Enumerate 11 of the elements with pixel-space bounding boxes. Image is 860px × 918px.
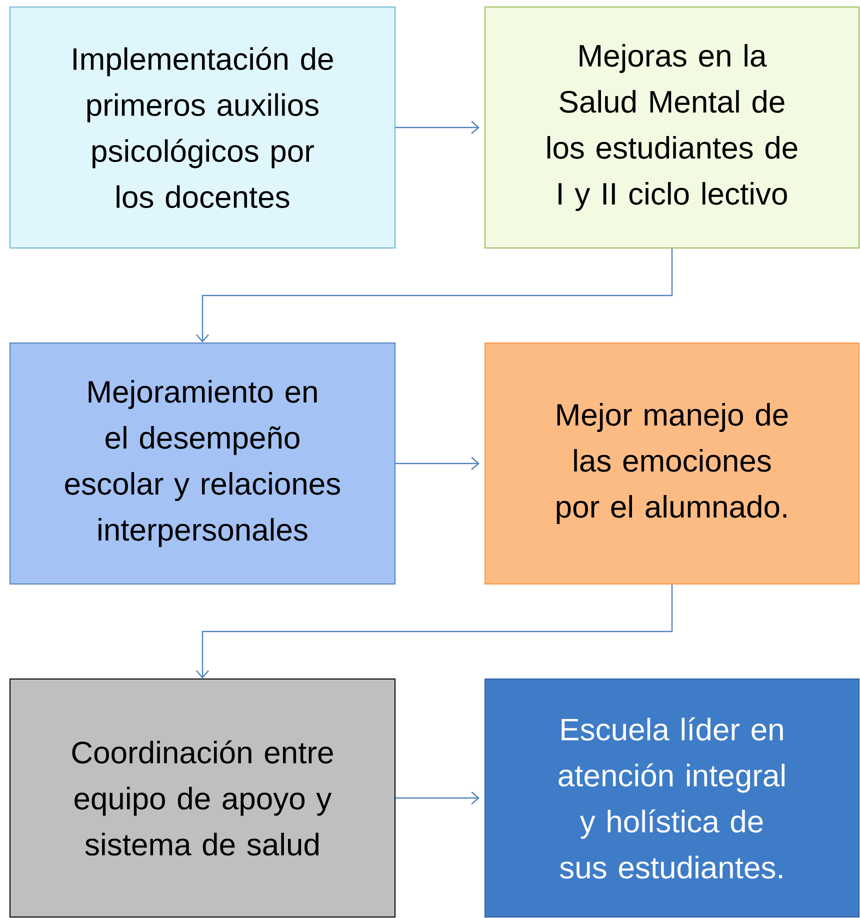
process-box: Mejor manejo de las emociones por el alumnado. <box>484 342 860 584</box>
arrow <box>396 792 480 804</box>
process-box: Mejoras en la Salud Mental de los estudiantes de I y II ciclo lectivo <box>484 6 860 248</box>
arrow <box>396 121 480 134</box>
arrow <box>196 248 673 342</box>
process-box: Coordinación entre equipo de apoyo y sistema de salud <box>10 678 396 918</box>
process-box: Escuela líder en atención integral y holística de sus estudiantes. <box>484 678 860 918</box>
process-box: Mejoramiento en el desempeño escolar y relaciones interpersonales <box>10 342 396 584</box>
process-box: Implementación de primeros auxilios psicológicos por los docentes <box>10 6 396 248</box>
arrow <box>196 584 673 678</box>
arrow <box>396 457 480 470</box>
